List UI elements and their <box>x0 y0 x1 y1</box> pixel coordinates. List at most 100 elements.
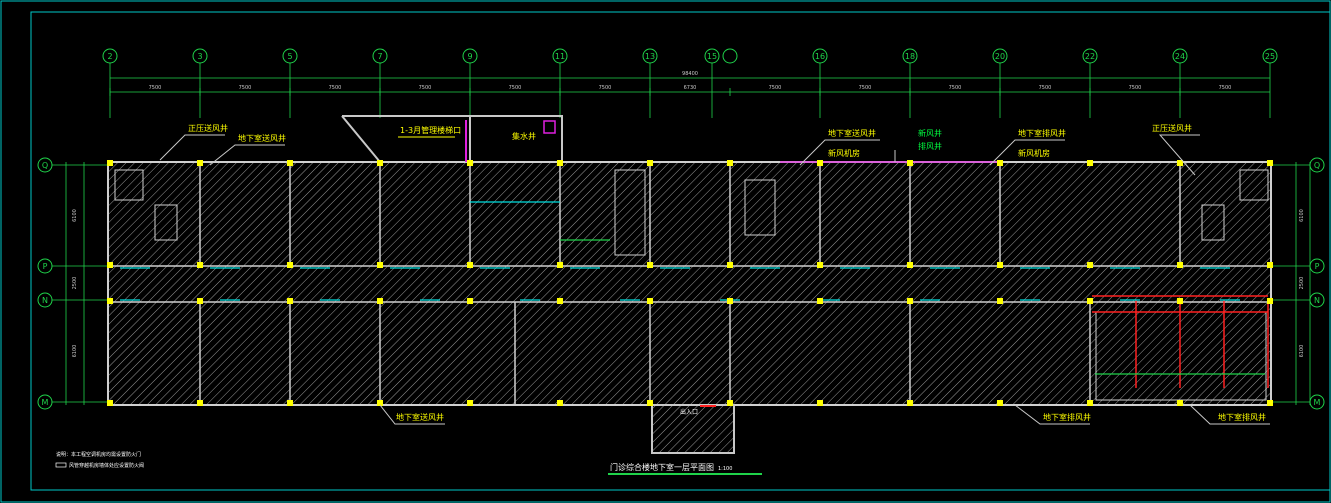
row-label: N <box>42 296 48 305</box>
dim-span: 7500 <box>329 85 342 91</box>
column-marker <box>467 298 473 304</box>
label-stair-note: 1-3月管理楼梯口 <box>400 125 461 135</box>
mep-traces <box>120 161 1265 375</box>
structural-columns <box>107 160 1273 406</box>
column-marker <box>817 262 823 268</box>
row-bubble-Q: Q <box>37 157 53 173</box>
row-bubble-N: N <box>37 292 53 308</box>
dim-span: 7500 <box>1039 85 1052 91</box>
column-marker <box>907 262 913 268</box>
column-marker <box>1087 298 1093 304</box>
axis-bubble-5: 5 <box>282 48 298 118</box>
dim-row-span: 6100 <box>72 345 78 358</box>
column-marker <box>1267 262 1273 268</box>
column-marker <box>727 160 733 166</box>
axis-label: 25 <box>1265 52 1275 61</box>
label-smoke-right2: 新风机房 <box>1018 148 1050 158</box>
row-label: P <box>1315 262 1320 271</box>
column-marker <box>1177 298 1183 304</box>
axis-bubble-9: 9 <box>462 48 478 118</box>
column-marker <box>287 160 293 166</box>
axis-label: 13 <box>645 52 655 61</box>
entrance-block <box>651 404 735 454</box>
label-bottom-mid: 地下室排风井 <box>1043 412 1091 422</box>
column-marker <box>1177 262 1183 268</box>
column-marker <box>1087 160 1093 166</box>
column-marker <box>197 262 203 268</box>
column-marker <box>907 400 913 406</box>
dim-span: 6730 <box>684 85 697 91</box>
column-marker <box>467 160 473 166</box>
column-marker <box>1087 262 1093 268</box>
dim-row-span: 6100 <box>72 209 78 222</box>
axis-label: 3 <box>197 52 202 61</box>
axis-bubble-3: 3 <box>192 48 208 118</box>
column-marker <box>377 262 383 268</box>
label-smoke-mid: 地下室送风井 <box>828 128 876 138</box>
column-marker <box>1177 400 1183 406</box>
column-marker <box>557 262 563 268</box>
corridor-band <box>107 265 1272 303</box>
axis-label: 11 <box>555 52 565 61</box>
column-marker <box>557 160 563 166</box>
column-marker <box>287 298 293 304</box>
legend-line-2: 风管穿越机房墙体处应设置防火阀 <box>69 462 144 469</box>
column-marker <box>907 298 913 304</box>
column-marker <box>107 400 113 406</box>
legend-notes: 说明：本工程空调机房均需设置防火门 风管穿越机房墙体处应设置防火阀 <box>55 451 144 469</box>
dim-row-span: 6100 <box>1299 209 1305 222</box>
axis-bubble-18: 18 <box>902 48 918 118</box>
dim-span: 7500 <box>949 85 962 91</box>
column-marker <box>557 400 563 406</box>
drawing-title-block: 门诊综合楼地下室一层平面图 1:100 <box>608 462 762 475</box>
axis-label: 24 <box>1175 52 1185 61</box>
label-smoke-left2: 地下室送风井 <box>238 133 286 143</box>
red-duct-system <box>1092 295 1269 388</box>
dim-span: 7500 <box>239 85 252 91</box>
label-bottom-right: 地下室排风井 <box>1218 412 1266 422</box>
column-marker <box>997 160 1003 166</box>
column-marker <box>197 298 203 304</box>
column-marker <box>647 160 653 166</box>
column-marker <box>647 262 653 268</box>
dim-span: 7500 <box>859 85 872 91</box>
row-label: P <box>43 262 48 271</box>
row-label: N <box>1314 296 1320 305</box>
stair-annex <box>341 115 563 163</box>
dim-span: 7500 <box>599 85 612 91</box>
label-entrance: 出入口 <box>680 408 698 416</box>
row-label: M <box>42 398 49 407</box>
label-bottom-left: 地下室送风井 <box>396 412 444 422</box>
column-marker <box>1267 160 1273 166</box>
leader-lines <box>159 134 1270 425</box>
column-marker <box>997 298 1003 304</box>
axis-bubble-24: 24 <box>1172 48 1188 118</box>
column-marker <box>377 160 383 166</box>
column-marker <box>1087 400 1093 406</box>
axis-bubble-11: 11 <box>552 48 568 118</box>
column-marker <box>647 400 653 406</box>
dim-span: 7500 <box>419 85 432 91</box>
column-marker <box>287 400 293 406</box>
dim-span: 7500 <box>509 85 522 91</box>
column-marker <box>1267 298 1273 304</box>
label-smoke-far-right: 正压送风井 <box>1152 123 1192 133</box>
column-marker <box>107 262 113 268</box>
row-bubble-Q: Q <box>1309 157 1325 173</box>
dim-span: 7500 <box>149 85 162 91</box>
column-marker <box>467 400 473 406</box>
axis-label: 5 <box>287 52 292 61</box>
column-marker <box>727 262 733 268</box>
dim-span: 7500 <box>769 85 782 91</box>
axis-bubble-15: 15 <box>704 48 720 118</box>
column-marker <box>1177 160 1183 166</box>
column-marker <box>467 262 473 268</box>
row-bubble-N: N <box>1309 292 1325 308</box>
column-marker <box>997 262 1003 268</box>
column-marker <box>197 160 203 166</box>
stair-annex-shaft <box>543 120 556 134</box>
axis-bubble-2: 2 <box>102 48 118 118</box>
row-bubble-P: P <box>1309 258 1325 274</box>
axis-label: 7 <box>377 52 382 61</box>
